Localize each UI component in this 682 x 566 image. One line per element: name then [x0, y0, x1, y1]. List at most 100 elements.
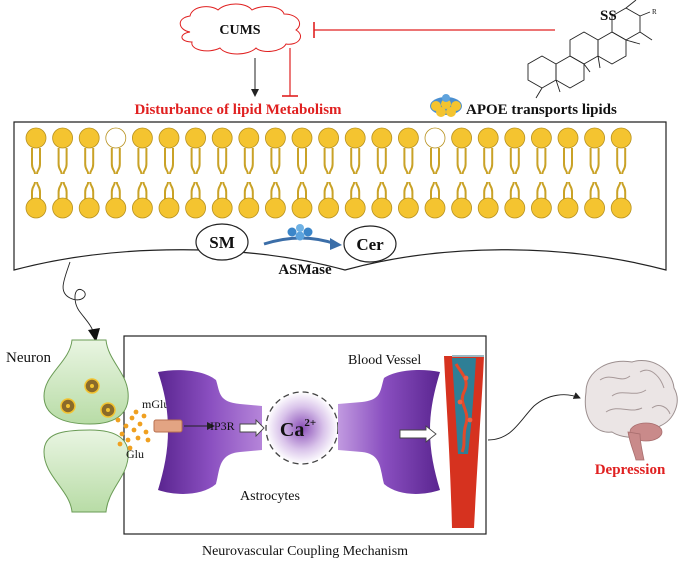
lipid-molecule-bottom [504, 181, 526, 219]
glutamate-particles [115, 409, 151, 451]
lipid-molecule-bottom [105, 181, 127, 219]
calcium-charge: 2+ [304, 417, 316, 429]
asmase-label: ASMase [278, 262, 332, 278]
synaptic-vesicle [84, 378, 100, 394]
lipid-molecule-top [25, 127, 47, 175]
lipid-molecule-top [158, 127, 180, 175]
glutamate-dot [129, 415, 135, 421]
glutamate-dot [143, 429, 149, 435]
lipid-molecule-bottom [131, 181, 153, 219]
membrane-panel [13, 121, 667, 271]
asmase-arrow [263, 224, 342, 250]
lipid-molecule-top [238, 127, 260, 175]
glutamate-dot [127, 445, 133, 451]
astrocyte-left [158, 370, 262, 494]
glutamate-dot [141, 413, 147, 419]
ss-molecule-structure [527, 0, 653, 99]
cer-node: Cer [343, 225, 397, 263]
lipid-molecule-top [451, 127, 473, 175]
lipid-molecule-top [318, 127, 340, 175]
mglur-receptor [153, 419, 183, 433]
lipid-molecule-top [584, 127, 605, 175]
glutamate-dot [145, 437, 151, 443]
glutamate-dot [117, 441, 123, 447]
lipid-molecule-top [52, 127, 73, 175]
glutamate-dot [119, 431, 125, 437]
vessel-to-brain-arrow [487, 392, 581, 441]
astrocyte-right [338, 370, 440, 494]
synaptic-vesicle [100, 402, 116, 418]
ss-r-group: R [652, 8, 657, 16]
lipid-molecule-bottom [451, 181, 473, 219]
glutamate-dot [125, 437, 131, 443]
postsynaptic-terminal [43, 429, 129, 513]
membrane-to-neuron-connector [62, 261, 100, 342]
lipid-molecule-bottom [318, 181, 340, 219]
lipid-molecule-bottom [371, 181, 393, 219]
lipid-molecule-bottom [477, 181, 499, 219]
glutamate-dot [115, 417, 121, 423]
glu-label: Glu [126, 447, 144, 461]
lipid-molecule-bottom [610, 181, 632, 219]
sm-label: SM [209, 233, 235, 252]
brain-icon [584, 360, 678, 461]
lipid-molecule-top [211, 127, 233, 175]
cums-label: CUMS [219, 23, 260, 38]
lipid-molecule-top [371, 127, 393, 175]
synaptic-vesicle [60, 398, 76, 414]
lipid-molecule-top [105, 127, 127, 175]
lipid-molecule-top [424, 127, 446, 175]
depression-label: Depression [595, 462, 666, 478]
lipid-molecule-top [185, 127, 207, 175]
lipid-molecule-top [504, 127, 526, 175]
lipid-molecule-bottom [185, 181, 207, 219]
apoe-label: APOE transports lipids [466, 102, 617, 118]
lipid-molecule-bottom [424, 181, 446, 219]
ip3r-to-ca-arrow [239, 418, 265, 438]
lipid-molecule-bottom [78, 181, 100, 219]
cums-inhibit-mark [282, 48, 298, 97]
lipid-molecule-top [557, 127, 579, 175]
lipid-molecule-top [397, 127, 419, 175]
blood-vessel-label: Blood Vessel [348, 353, 421, 368]
glutamate-dot [131, 427, 137, 433]
caption: Neurovascular Coupling Mechanism [202, 544, 408, 559]
lipid-molecule-bottom [291, 181, 313, 219]
cer-label: Cer [356, 235, 384, 254]
apoe-lipid-icon [430, 94, 462, 117]
lipid-molecule-top [131, 127, 153, 175]
calcium-signal: Ca2+ [265, 391, 339, 465]
lipid-molecule-bottom [52, 181, 73, 219]
glutamate-dot [123, 423, 129, 429]
lipid-molecule-bottom [557, 181, 579, 219]
lipid-molecule-top [78, 127, 100, 175]
neuron-label: Neuron [6, 350, 51, 366]
lipid-molecule-top [531, 127, 552, 175]
ss-inhibits-cums [313, 22, 555, 38]
blood-vessel [444, 355, 484, 528]
lipid-molecule-bottom [238, 181, 260, 219]
lipid-disturbance-label: Disturbance of lipid Metabolism [134, 102, 342, 118]
ip3r-label: IP3R [210, 419, 235, 433]
glutamate-dot [135, 435, 141, 441]
lipid-molecule-top [291, 127, 313, 175]
lipid-molecule-bottom [25, 181, 47, 219]
sm-node: SM [195, 223, 249, 261]
lipid-molecule-bottom [211, 181, 233, 219]
presynaptic-terminal [43, 339, 129, 425]
astrocytes-label: Astrocytes [240, 489, 300, 504]
lipid-molecule-top [477, 127, 499, 175]
calcium-symbol: Ca [280, 419, 304, 441]
calcium-label: Ca2+ [280, 417, 316, 441]
cums-cloud: CUMS [179, 3, 301, 55]
lipid-molecule-top [264, 127, 286, 175]
lipid-molecule-bottom [584, 181, 605, 219]
ss-label: SS [600, 8, 617, 24]
lipid-molecule-bottom [531, 181, 552, 219]
glutamate-dot [133, 409, 139, 415]
lipid-molecule-top [610, 127, 632, 175]
lipid-molecule-bottom [264, 181, 286, 219]
astrocyte-to-vessel-arrow [399, 425, 437, 443]
glutamate-dot [137, 421, 143, 427]
lipid-bilayer [25, 127, 632, 219]
